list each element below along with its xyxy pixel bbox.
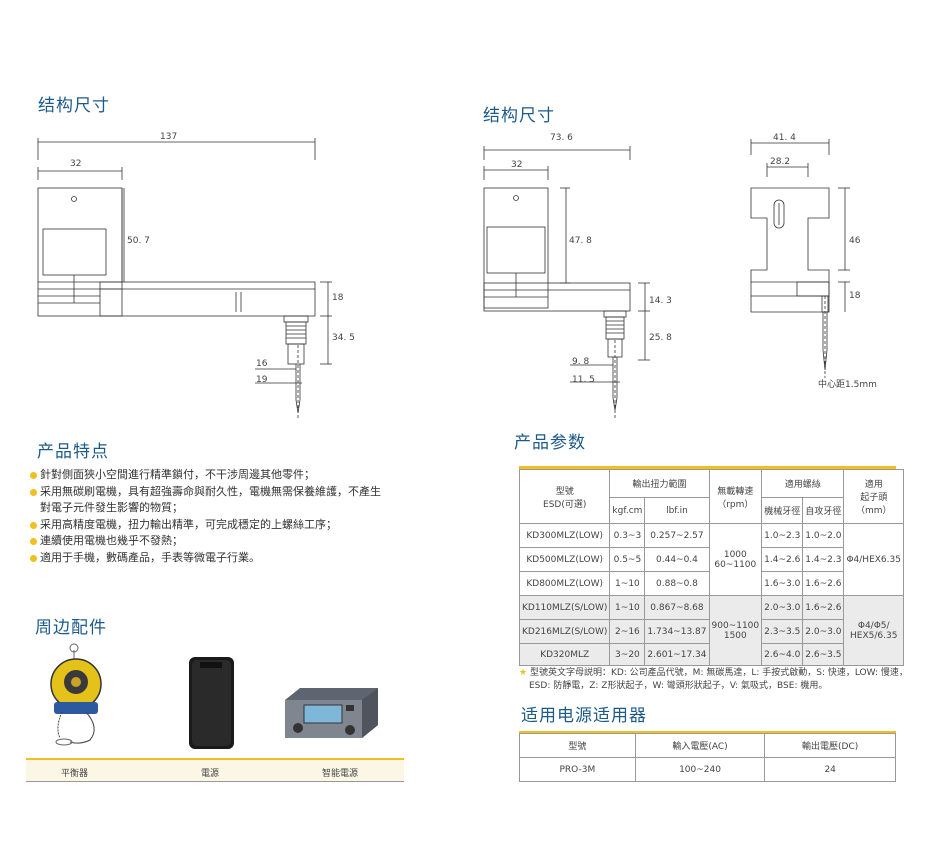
- bullet-dot-icon: [30, 521, 37, 529]
- dim-32-left: 32: [70, 159, 82, 169]
- technical-drawings: [37, 138, 850, 420]
- power-header-input: 輸入電壓(AC): [634, 733, 766, 758]
- dim-32-mid: 32: [511, 160, 523, 170]
- dim-41-4: 41. 4: [773, 133, 796, 143]
- dim-18-left: 18: [332, 293, 344, 303]
- power-table-topbar: [519, 731, 896, 733]
- dim-9-8: 9. 8: [572, 357, 590, 367]
- power-header-model: 型號: [519, 733, 636, 758]
- header-speed: 無載轉速（rpm）: [708, 469, 763, 524]
- bullet-dot-icon: [30, 538, 37, 545]
- accessory-power-label: 電源: [201, 769, 220, 779]
- header-bit: 適用起子頭（mm）: [843, 469, 904, 524]
- accessory-balancer-label: 平衡器: [61, 769, 89, 779]
- accessories-caption-bar: 平衡器 電源 智能電源: [26, 758, 404, 782]
- feature-item: 連續使用電機也幾乎不發熱；: [30, 533, 381, 550]
- header-machine-thread: 機械牙徑: [761, 497, 804, 524]
- structure-heading-left: 结构尺寸: [38, 96, 110, 116]
- table-row: KD500MLZ(LOW) 0.5~5 0.44~0.4 1.4~2.6 1.4…: [518, 547, 904, 572]
- bit-group-a: Φ4/HEX6.35: [843, 523, 904, 596]
- feature-item: 采用無碳刷電機，具有超強壽命與耐久性，電機無需保養維護，不產生: [30, 484, 381, 501]
- power-heading: 适用电源适用器: [521, 706, 647, 726]
- dim-137: 137: [160, 132, 178, 142]
- bullet-dot-icon: [30, 472, 37, 479]
- table-row: KD320MLZ 3~20 2.601~17.34 2.6~4.0 2.6~3.…: [518, 643, 904, 666]
- balancer-image: [50, 643, 102, 746]
- accessories-heading: 周边配件: [35, 618, 107, 638]
- power-table: 型號 輸入電壓(AC) 輸出電壓(DC) PRO-3M 100~240 24: [519, 733, 896, 782]
- header-screw: 適用螺絲: [761, 469, 845, 498]
- header-lbf: lbf.in: [644, 497, 710, 524]
- dim-16: 16: [256, 359, 268, 369]
- bullet-dot-icon: [30, 554, 37, 562]
- table-row: KD800MLZ(LOW) 1~10 0.88~0.8 1.6~3.0 1.6~…: [518, 571, 904, 596]
- bit-group-b: Φ4/Φ5/HEX5/6.35: [843, 595, 904, 666]
- dim-11-5: 11. 5: [572, 375, 595, 385]
- features-heading: 产品特点: [37, 442, 109, 462]
- params-heading: 产品参数: [514, 433, 586, 453]
- dim-46: 46: [849, 236, 861, 246]
- power-supply-image: [189, 657, 234, 749]
- header-self-tapping: 自攻牙徑: [802, 497, 845, 524]
- power-header-output: 輸出電壓(DC): [764, 733, 896, 758]
- feature-item: 適用于手機，數碼產品，手表等微電子行業。: [30, 550, 381, 567]
- structure-heading-right: 结构尺寸: [483, 106, 555, 126]
- features-list: 針對側面狹小空間進行精準鎖付，不干涉周邊其他零件； 采用無碳刷電機，具有超強壽命…: [30, 467, 381, 566]
- dim-28-2: 28.2: [770, 157, 791, 167]
- accessory-smart-power-label: 智能電源: [322, 769, 359, 779]
- feature-item: 針對側面狹小空間進行精準鎖付，不干涉周邊其他零件；: [30, 467, 381, 484]
- header-kgf: kgf.cm: [609, 497, 646, 524]
- header-torque: 輸出扭力範圍: [609, 469, 710, 498]
- star-icon: ★: [519, 668, 528, 678]
- dim-50-7: 50. 7: [127, 236, 150, 246]
- table-row: KD216MLZ(S/LOW) 2~16 1.734~13.87 2.3~3.5…: [518, 619, 904, 644]
- params-table-topbar: [519, 466, 896, 469]
- dim-14-3: 14. 3: [649, 296, 672, 306]
- dim-25-8: 25. 8: [649, 333, 672, 343]
- center-distance-label: 中心距1.5mm: [818, 380, 877, 390]
- dim-18-right: 18: [849, 291, 861, 301]
- dim-73-6: 73. 6: [550, 133, 573, 143]
- feature-item: 采用高精度電機，扭力輸出精準，可完成穩定的上螺絲工序；: [30, 517, 381, 534]
- dim-19: 19: [256, 375, 268, 385]
- dim-47-8: 47. 8: [569, 236, 592, 246]
- smart-power-image: [285, 688, 378, 738]
- table-row: PRO-3M 100~240 24: [519, 757, 896, 782]
- dim-34-5: 34. 5: [332, 333, 355, 343]
- bullet-dot-icon: [30, 488, 37, 496]
- feature-item-continued: 對電子元件發生影響的物質；: [40, 501, 183, 514]
- model-note: ★ 型號英文字母説明：KD: 公司產品代號，M: 無碳馬達，L: 手按式啟動，S…: [519, 668, 908, 691]
- table-row: KD110MLZ(S/LOW) 1~10 0.867~8.68 900~1100…: [518, 595, 904, 666]
